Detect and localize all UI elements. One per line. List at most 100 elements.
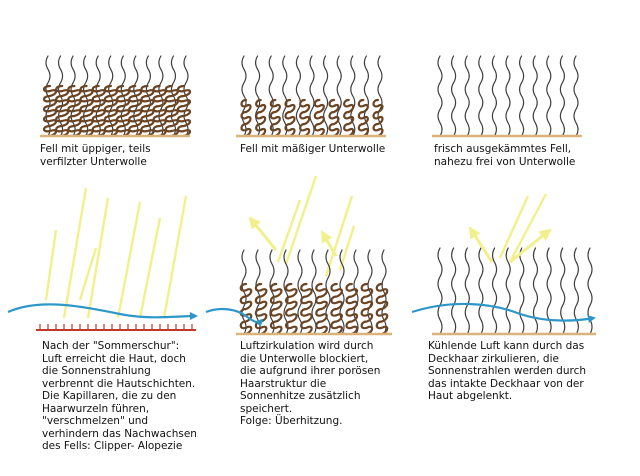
- hair: [311, 249, 317, 335]
- undercoat-hair: [269, 282, 283, 336]
- sun-rays: [276, 175, 356, 277]
- hair: [241, 249, 247, 335]
- sun-ray: [78, 247, 98, 301]
- hair: [505, 247, 511, 335]
- undercoat-hair: [128, 84, 143, 138]
- caption-panel-5: Luftzirkulation wird durch die Unterwoll…: [240, 340, 381, 427]
- sun-ray: [138, 217, 162, 319]
- hair: [519, 55, 525, 137]
- undercoat-hair: [299, 98, 311, 138]
- undercoat-hair: [42, 84, 58, 138]
- undercoat-hair: [357, 98, 369, 138]
- undercoat-hair: [313, 98, 325, 138]
- sun-rays: [498, 193, 548, 263]
- undercoat-hair: [55, 84, 70, 138]
- undercoat-hair: [254, 282, 268, 336]
- hair: [297, 249, 303, 335]
- caption-panel-2: Fell mit mäßiger Unterwolle: [240, 143, 386, 155]
- damaged-skin: [36, 324, 196, 331]
- hair: [573, 55, 579, 137]
- sun-ray: [86, 197, 110, 319]
- hair: [269, 249, 275, 335]
- hair: [464, 247, 470, 335]
- undercoat: [239, 282, 389, 336]
- undercoat-hair: [345, 282, 359, 336]
- hair: [295, 55, 301, 137]
- air-flow-arrow: [411, 302, 596, 323]
- hair: [282, 55, 288, 137]
- undercoat-hair: [330, 282, 343, 336]
- sun-ray: [116, 201, 142, 319]
- hair: [336, 55, 342, 137]
- panel-5: [205, 175, 392, 336]
- panel-2: [236, 55, 386, 138]
- undercoat-hair: [343, 98, 355, 138]
- undercoat-hair: [328, 98, 340, 138]
- undercoat-hair: [240, 98, 252, 138]
- hair: [464, 55, 470, 137]
- hair: [559, 55, 565, 137]
- panel-3: [432, 55, 582, 138]
- hair: [268, 55, 274, 137]
- hair: [587, 247, 593, 335]
- undercoat-hair: [115, 84, 131, 138]
- sun-rays: [44, 187, 188, 319]
- caption-panel-4: Nach der "Sommerschur": Luft erreicht di…: [42, 340, 197, 452]
- sun-ray: [44, 229, 58, 301]
- undercoat-hair: [164, 84, 179, 138]
- panel-1: [40, 55, 192, 138]
- hair: [478, 55, 484, 137]
- undercoat-hair: [67, 84, 82, 138]
- undercoat-hair: [103, 84, 119, 138]
- hair: [451, 55, 457, 137]
- guard-hairs: [241, 55, 383, 137]
- sun-ray: [338, 225, 356, 271]
- hair: [505, 55, 511, 137]
- hair: [283, 249, 289, 335]
- hair: [437, 55, 443, 137]
- guard-hairs: [437, 55, 579, 137]
- hair: [350, 55, 356, 137]
- panel-6: [411, 193, 596, 336]
- undercoat-hair: [79, 84, 94, 138]
- sun-ray: [162, 195, 188, 319]
- hair: [241, 55, 247, 137]
- hair: [546, 55, 552, 137]
- undercoat-hair: [91, 84, 106, 138]
- hair: [491, 247, 498, 335]
- sun-ray: [284, 175, 318, 265]
- undercoat-hair: [140, 84, 155, 138]
- undercoat-hair: [284, 98, 296, 138]
- hair: [519, 247, 525, 335]
- hair: [323, 55, 329, 137]
- reflected-rays: [468, 226, 552, 264]
- undercoat-hair: [176, 84, 192, 138]
- guard-hairs: [437, 247, 593, 335]
- undercoat-hair: [300, 282, 313, 336]
- air-flow-arrow-blocked: [205, 307, 264, 328]
- undercoat-hair: [152, 84, 167, 138]
- undercoat: [42, 84, 192, 138]
- undercoat-hair: [255, 98, 267, 138]
- undercoat-hair: [315, 282, 328, 336]
- sun-ray: [324, 195, 354, 277]
- caption-panel-6: Kühlende Luft kann durch das Deckhaar zi…: [428, 340, 587, 402]
- caption-panel-1: Fell mit üppiger, teils verfilzter Unter…: [40, 143, 151, 168]
- hair: [532, 55, 538, 137]
- hair: [255, 55, 261, 137]
- air-flow-arrow: [7, 303, 198, 321]
- sun-ray: [62, 187, 88, 319]
- caption-panel-3: frisch ausgekämmtes Fell, nahezu frei vo…: [434, 143, 576, 168]
- reflected-rays: [248, 216, 338, 257]
- undercoat-hair: [239, 282, 253, 336]
- hair: [532, 247, 539, 335]
- undercoat-hair: [372, 98, 384, 138]
- sun-ray: [276, 199, 302, 263]
- undercoat-hair: [269, 98, 281, 138]
- hair: [325, 249, 331, 335]
- undercoat-hair: [360, 282, 374, 336]
- undercoat-hair: [285, 282, 298, 336]
- hair: [437, 247, 443, 335]
- undercoat-hair: [375, 282, 389, 336]
